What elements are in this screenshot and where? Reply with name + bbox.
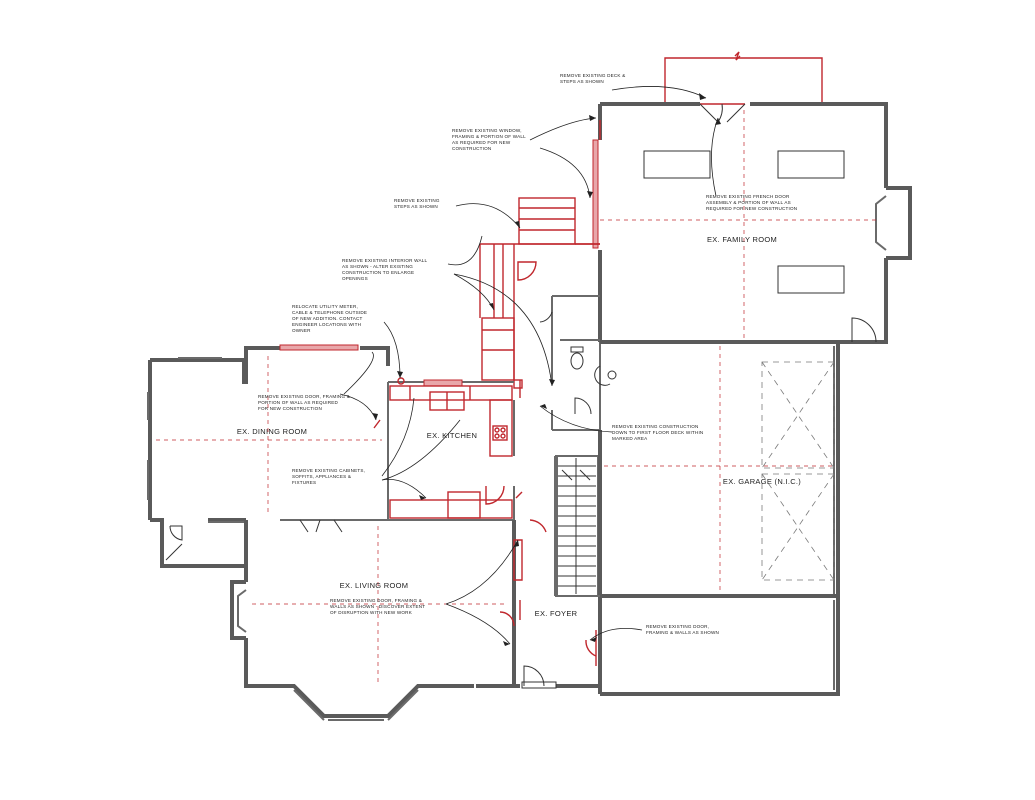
stairs <box>554 455 599 597</box>
room-label-living-room: EX. LIVING ROOM <box>340 581 409 590</box>
bathroom <box>539 295 617 431</box>
deck-outline <box>664 51 823 104</box>
note-remove-construction: REMOVE EXISTING CONSTRUCTION DOWN TO FIR… <box>612 424 705 441</box>
note-remove-dining-door: REMOVE EXISTING DOOR, FRAMING & PORTION … <box>258 394 351 411</box>
room-label-garage: EX. GARAGE (N.I.C.) <box>723 477 801 486</box>
note-relocate-utility: RELOCATE UTILITY METER, CABLE & TELEPHON… <box>292 304 369 333</box>
kitchen <box>387 377 515 521</box>
note-remove-deck: REMOVE EXISTING DECK & STEPS AS SHOWN <box>560 73 627 84</box>
room-label-foyer: EX. FOYER <box>535 609 578 618</box>
garage <box>598 340 840 696</box>
room-label-dining-room: EX. DINING ROOM <box>237 427 307 436</box>
note-remove-french-door: REMOVE EXISTING FRENCH DOOR ASSEMBLY & P… <box>706 194 797 211</box>
steps-demo <box>518 197 600 245</box>
note-remove-cabinets: REMOVE EXISTING CABINETS, SOFFITS, APPLI… <box>292 468 367 485</box>
foyer <box>514 519 600 689</box>
note-remove-living-door: REMOVE EXISTING DOOR, FRAMING & WALLS AS… <box>330 598 427 615</box>
dining-room <box>147 344 390 568</box>
note-remove-interior-wall: REMOVE EXISTING INTERIOR WALL AS SHOWN -… <box>342 258 429 281</box>
room-label-kitchen: EX. KITCHEN <box>427 431 477 440</box>
room-label-family-room: EX. FAMILY ROOM <box>707 235 777 244</box>
note-remove-window: REMOVE EXISTING WINDOW, FRAMING & PORTIO… <box>452 128 527 151</box>
family-room-window-demo <box>592 120 601 249</box>
note-remove-foyer-door: REMOVE EXISTING DOOR, FRAMING & WALLS AS… <box>646 624 719 635</box>
leader-lines <box>339 86 721 646</box>
family-room-walls <box>598 102 912 344</box>
note-remove-steps: REMOVE EXISTING STEPS AS SHOWN <box>394 198 441 209</box>
interior-wall-demo <box>479 243 600 398</box>
